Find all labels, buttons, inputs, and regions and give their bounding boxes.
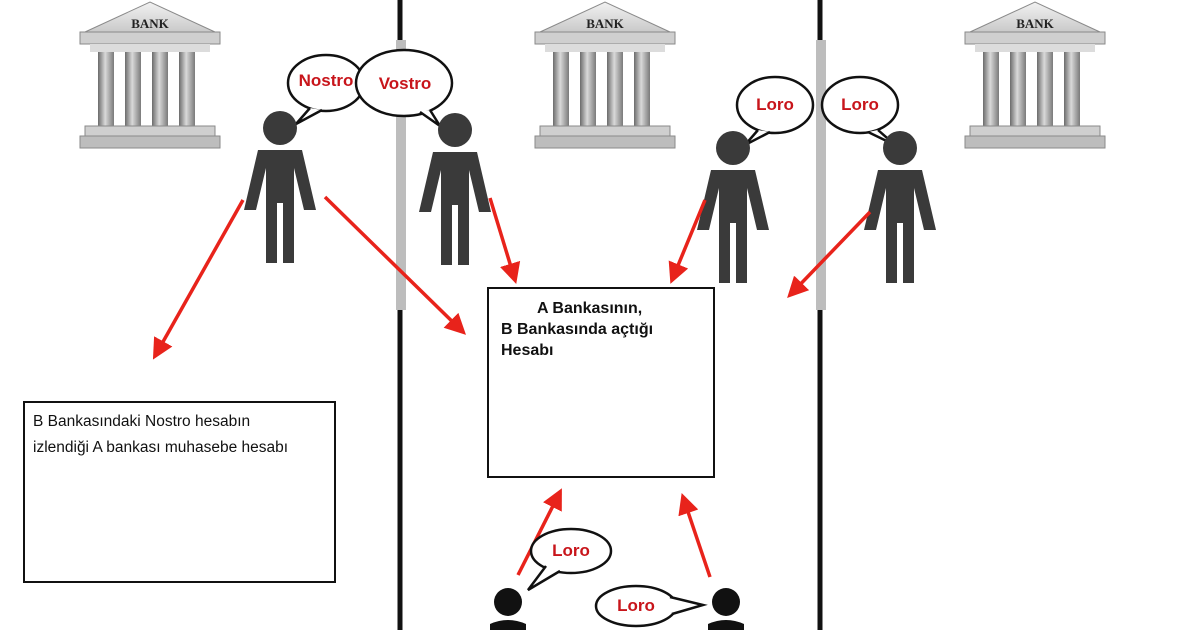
arrow — [323, 195, 467, 335]
ledger-box-line-1: B Bankasındaki Nostro hesabın — [33, 413, 251, 430]
bubble-label-nostro: Nostro — [298, 71, 354, 90]
ledger-account-box: B Bankasındaki Nostro hesabın izlendiği … — [23, 401, 336, 583]
bubble-label-loro-bottom-1: Loro — [552, 541, 590, 560]
arrows — [152, 195, 872, 578]
person-icon — [864, 131, 936, 283]
arrow — [668, 199, 707, 284]
person-icon — [419, 113, 491, 265]
person-icon — [490, 588, 526, 630]
bubble-label-loro-left: Loro — [756, 95, 794, 114]
arrow — [678, 493, 712, 578]
bank-label: BANK — [586, 16, 624, 31]
bubble-label-loro-bottom-2: Loro — [617, 596, 655, 615]
arrow — [152, 199, 245, 360]
bank-label: BANK — [131, 16, 169, 31]
speech-bubble-loro-bottom-2 — [594, 584, 708, 628]
speech-bubble-loro-bottom-1 — [527, 527, 613, 592]
speech-bubble-vostro — [354, 48, 454, 128]
person-icon — [697, 131, 769, 283]
account-box-line-2: B Bankasında açtığı — [501, 321, 654, 338]
bank-icon: BANK — [534, 1, 676, 149]
arrow — [488, 197, 521, 285]
bank-label: BANK — [1016, 16, 1054, 31]
person-icon — [244, 111, 316, 263]
bank-icon: BANK — [964, 1, 1106, 149]
bank-icon: BANK — [79, 1, 221, 149]
ledger-box-line-2: izlendiği A bankası muhasebe hesabı — [33, 439, 289, 456]
divider-shade-left — [396, 40, 406, 310]
bubble-label-vostro: Vostro — [378, 74, 432, 93]
divider-shade-right — [816, 40, 826, 310]
bank-account-box: A Bankasının, B Bankasında açtığı Hesabı — [487, 287, 715, 478]
arrow — [516, 488, 562, 576]
arrow — [787, 210, 872, 299]
account-box-line-1: A Bankasının, — [537, 300, 643, 317]
account-box-line-3: Hesabı — [501, 342, 554, 359]
person-icon — [708, 588, 744, 630]
bubble-label-loro-right: Loro — [841, 95, 879, 114]
